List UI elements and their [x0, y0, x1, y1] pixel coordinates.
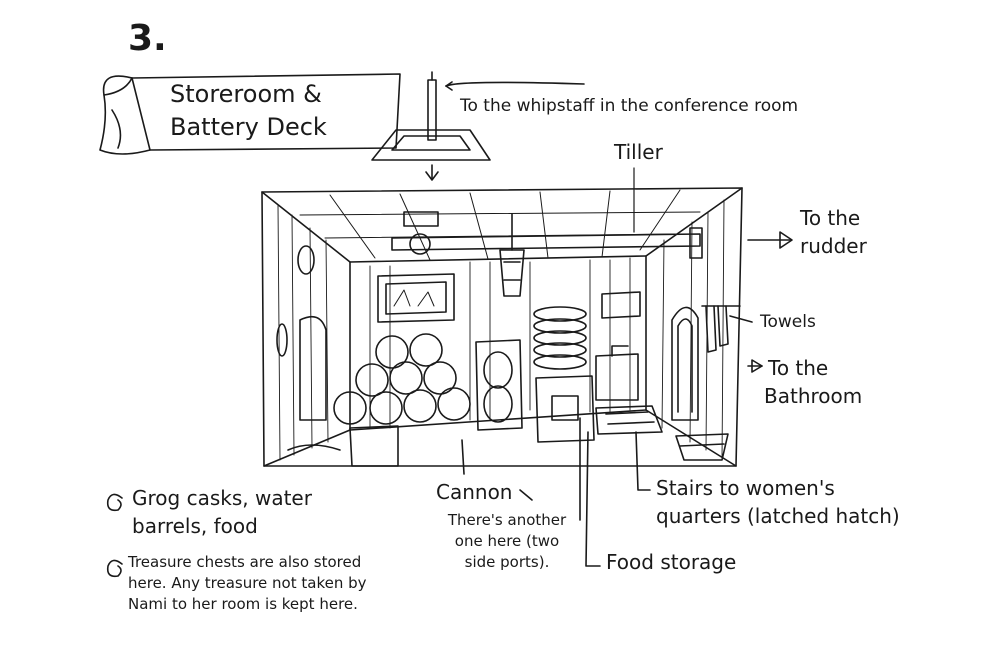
lantern: [499, 213, 525, 297]
label-stairs-1: Stairs to women's: [656, 476, 835, 500]
porthole: [297, 245, 315, 275]
side-wall-planks: [277, 199, 725, 461]
cannon-note-line-2: one here (two: [454, 532, 560, 550]
label-bathroom-2: Bathroom: [764, 384, 863, 408]
note-2-line-2: here. Any treasure not taken by: [128, 574, 367, 592]
note-1-line-1: Grog casks, water: [132, 486, 312, 510]
towels: [701, 305, 763, 373]
basket: [675, 433, 729, 461]
label-rudder-1: To the: [800, 206, 861, 230]
label-food-storage: Food storage: [606, 550, 737, 574]
crate: [535, 375, 595, 443]
label-towels: Towels: [760, 312, 816, 332]
page-number: 3.: [128, 18, 167, 59]
note-1-line-2: barrels, food: [132, 514, 258, 538]
label-bathroom-1: To the: [768, 356, 829, 380]
label-tiller: Tiller: [614, 140, 663, 164]
whipstaff-post: [371, 71, 585, 181]
title-scroll-banner: [99, 73, 401, 155]
cannon-note-line-3: side ports).: [464, 553, 550, 571]
label-whipstaff: To the whipstaff in the conference room: [460, 96, 799, 116]
coiled-stack: [533, 306, 587, 370]
barrel-stack: [333, 333, 471, 425]
note-2-line-3: Nami to her room is kept here.: [128, 595, 358, 613]
bathroom-door: [671, 306, 699, 421]
note-2-line-1: Treasure chests are also stored: [128, 553, 362, 571]
tiller-beam: [391, 167, 793, 259]
cannon-note-line-1: There's another: [447, 511, 567, 529]
title-line-2: Battery Deck: [170, 113, 327, 141]
stairs-hatch: [595, 405, 663, 435]
room-outline: [261, 187, 743, 467]
cannon: [475, 339, 523, 431]
label-cannon-note: There's another one here (two side ports…: [432, 510, 582, 573]
title-line-1: Storeroom &: [170, 80, 322, 108]
small-window: [601, 291, 641, 319]
treasure-chest: [349, 425, 399, 467]
note-2: Treasure chests are also stored here. An…: [128, 552, 428, 615]
painting: [377, 273, 455, 323]
label-stairs-2: quarters (latched hatch): [656, 504, 900, 528]
label-rudder-2: rudder: [800, 234, 867, 258]
label-cannon: Cannon: [436, 480, 513, 504]
